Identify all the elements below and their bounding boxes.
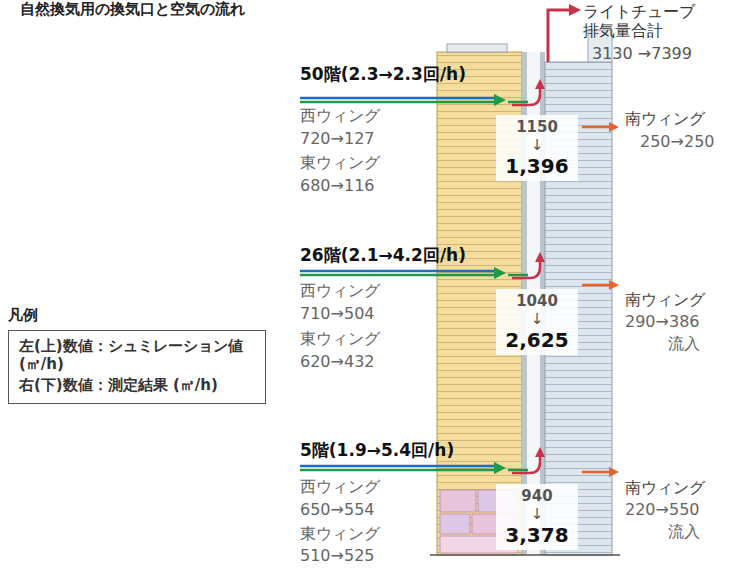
flow-total-patch: 1150↓1,396 xyxy=(496,115,578,181)
flow-value: ライトチューブ 排気量合計 xyxy=(583,2,705,40)
legend-entry: 左(上)数値：シュミレーション値 (㎥/h) xyxy=(19,337,251,373)
ground-line xyxy=(430,554,620,556)
flow-value: 南ウィング xyxy=(625,478,705,497)
measured-total: 1,396 xyxy=(504,154,570,178)
flow-value: 650→554 xyxy=(300,500,374,519)
simulated-total: 1040 xyxy=(504,292,570,310)
measured-total: 2,625 xyxy=(504,328,570,352)
flow-value: 南ウィング xyxy=(625,290,705,309)
flow-value: 710→504 xyxy=(300,304,374,323)
legend-frame: 左(上)数値：シュミレーション値 (㎥/h) 右(下)数値：測定結果 (㎥/h) xyxy=(8,330,266,404)
flow-value: 南ウィング xyxy=(625,109,705,128)
flow-total-patch: 940↓3,378 xyxy=(496,484,578,550)
floor-label: 50階(2.3→2.3回/h) xyxy=(300,64,466,84)
flow-value: 250→250 xyxy=(640,132,714,151)
flow-value: 東ウィング xyxy=(300,329,380,348)
flow-value: 720→127 xyxy=(300,129,374,148)
flow-value: 680→116 xyxy=(300,176,374,195)
flow-value: 620→432 xyxy=(300,352,374,371)
floor-label: 26階(2.1→4.2回/h) xyxy=(300,245,466,265)
flow-arrow-glyph: ↓ xyxy=(504,136,570,154)
inflow-arrow xyxy=(300,84,540,106)
flow-value: 510→525 xyxy=(300,546,374,565)
airflow-arrows xyxy=(300,84,614,474)
diagram-title: 自然換気用の換気口と空気の流れ xyxy=(20,0,245,18)
flow-value: 東ウィング xyxy=(300,524,380,543)
flow-value: 290→386 xyxy=(625,312,699,331)
outflow-arrow xyxy=(582,284,614,287)
flow-value: 西ウィング xyxy=(300,106,380,125)
outflow-arrow xyxy=(582,126,614,129)
measured-total: 3,378 xyxy=(504,523,570,547)
flow-value: 東ウィング xyxy=(300,153,380,172)
exhaust-arrow xyxy=(548,10,575,62)
flow-total-patch: 1040↓2,625 xyxy=(496,289,578,355)
outflow-arrow xyxy=(582,471,614,474)
flow-value: 220→550 xyxy=(625,500,699,519)
flow-value: 流入 xyxy=(668,334,700,353)
flow-value: 西ウィング xyxy=(300,477,380,496)
floor-label: 5階(1.9→5.4回/h) xyxy=(300,440,454,460)
simulated-total: 1150 xyxy=(504,118,570,136)
flow-arrow-glyph: ↓ xyxy=(504,310,570,328)
flow-value: 3130 →7399 xyxy=(592,44,692,63)
legend-entry: 右(下)数値：測定結果 (㎥/h) xyxy=(19,376,251,394)
flow-arrow-glyph: ↓ xyxy=(504,505,570,523)
simulated-total: 940 xyxy=(504,487,570,505)
legend-heading: 凡例 xyxy=(8,306,266,324)
flow-value: 西ウィング xyxy=(300,281,380,300)
flow-value: 流入 xyxy=(668,522,700,541)
legend-box: 凡例左(上)数値：シュミレーション値 (㎥/h) 右(下)数値：測定結果 (㎥/h… xyxy=(8,306,266,404)
